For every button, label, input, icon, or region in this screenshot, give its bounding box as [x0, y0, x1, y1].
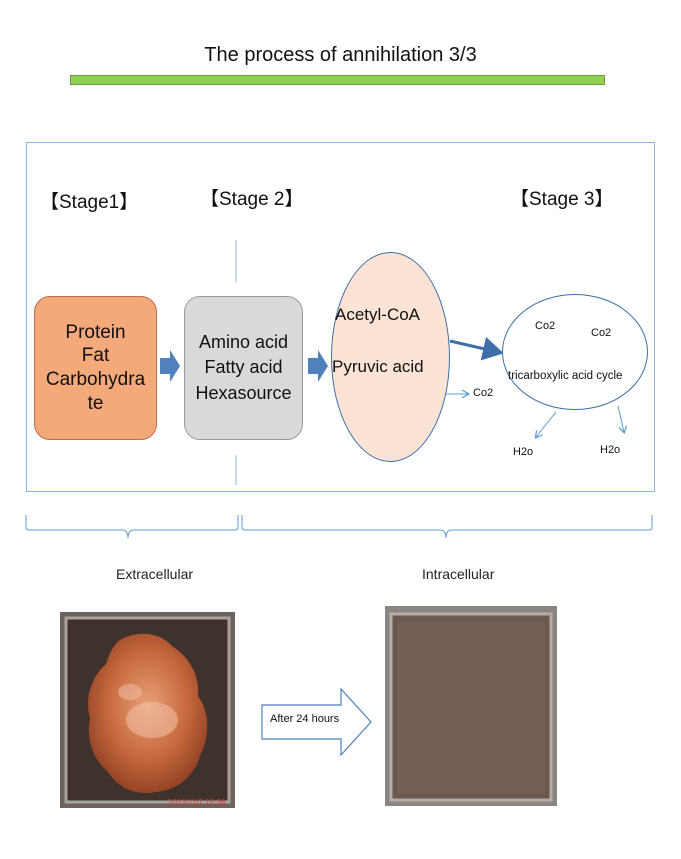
stage3-label: 【Stage 3】	[510, 189, 614, 210]
nutrients-box: Protein Fat Carbohydra te	[34, 296, 157, 440]
product-fatty-acid: Fatty acid	[204, 357, 283, 378]
h2o-arrow-1	[536, 411, 557, 437]
block-arrow-1	[160, 350, 180, 382]
photo-after	[385, 606, 557, 806]
nutrient-carbohydrate-part2: te	[87, 392, 104, 414]
co2-outer-label: Co2	[473, 387, 494, 399]
brace-intracellular	[241, 515, 653, 539]
tca-cycle-label: tricarboxylic acid cycle	[508, 370, 623, 382]
acetyl-coa-ellipse	[331, 252, 450, 462]
product-hexasource: Hexasource	[195, 382, 292, 403]
acetyl-coa-label: Acetyl-CoA	[335, 305, 421, 324]
pyruvic-acid-label: Pyruvic acid	[332, 357, 424, 376]
photo-before-image: 2013/11/7 15:38	[60, 612, 235, 808]
diagram-frame	[26, 142, 655, 492]
page-title: The process of annihilation 3/3	[204, 44, 477, 66]
block-arrow-2	[308, 350, 328, 382]
intracellular-caption: Intracellular	[422, 566, 495, 582]
h2o-label-1: H2o	[513, 446, 534, 458]
nutrient-protein: Protein	[65, 321, 126, 343]
after-24-hours-label: After 24 hours	[270, 713, 340, 725]
nutrient-carbohydrate-part1: Carbohydra	[45, 369, 146, 390]
after-24-hours-arrow	[261, 688, 372, 756]
tca-cycle-ellipse	[502, 294, 648, 410]
title-underline-bar	[70, 75, 605, 85]
nutrient-fat: Fat	[81, 345, 110, 367]
stage1-label: 【Stage1】	[40, 192, 139, 213]
extracellular-caption: Extracellular	[116, 566, 194, 582]
brace-extracellular	[25, 515, 239, 539]
co2-inner-label-1: Co2	[535, 320, 556, 332]
stage2-label: 【Stage 2】	[200, 189, 304, 210]
photo-timestamp: 2013/11/7 15:38	[168, 798, 226, 807]
breakdown-box: Amino acid Fatty acid Hexasource	[184, 296, 303, 440]
photo-after-image	[385, 606, 557, 806]
h2o-arrow-2	[617, 405, 624, 432]
product-amino-acid: Amino acid	[198, 332, 289, 353]
photo-before: 2013/11/7 15:38	[60, 612, 235, 808]
h2o-label-2: H2o	[600, 444, 621, 456]
pyruvic-to-tca-arrow	[449, 336, 504, 361]
co2-inner-label-2: Co2	[591, 327, 612, 339]
